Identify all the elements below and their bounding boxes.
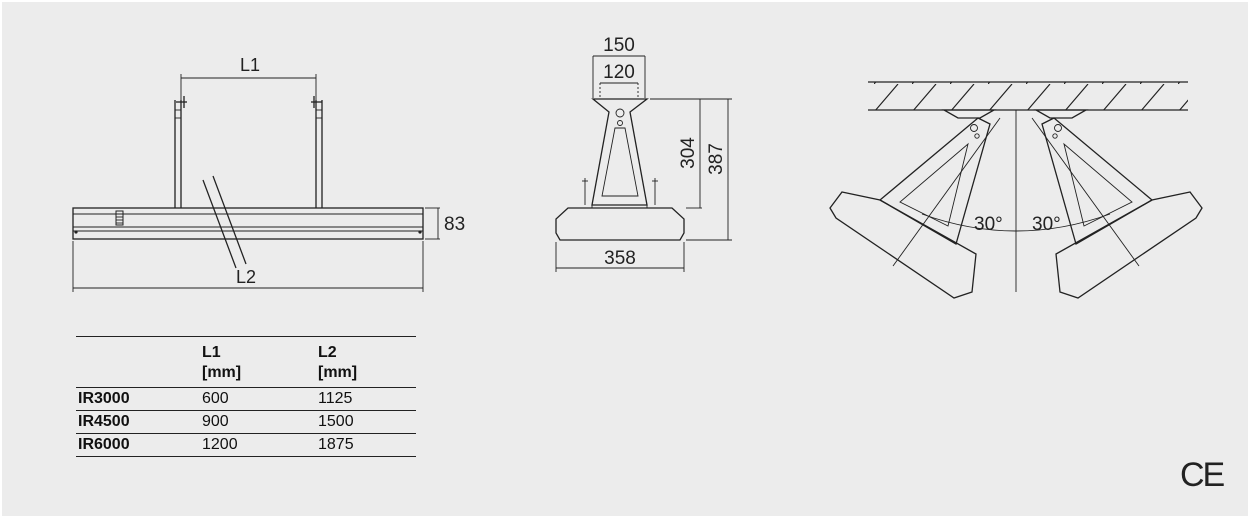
tilt-view: 30° 30° — [829, 81, 1203, 299]
table-header-l1: L1 [mm] — [202, 344, 242, 381]
side-width-top-outer: 150 — [603, 35, 635, 56]
table-cell-l1: 600 — [202, 390, 229, 407]
table-cell-l2: 1125 — [318, 390, 353, 407]
side-width-top-inner: 120 — [603, 62, 635, 83]
table-cell-l2: 1875 — [318, 436, 354, 453]
side-width-body: 358 — [604, 248, 636, 269]
side-height-bracket: 304 — [678, 137, 699, 169]
table-cell-l1: 900 — [202, 413, 229, 430]
ce-mark: CE — [1180, 456, 1225, 494]
suspension-rod-right — [311, 96, 323, 208]
table-cell-l2: 1500 — [318, 413, 354, 430]
heater-tilted-left — [829, 117, 1001, 299]
table-row: IR6000 1200 1875 — [76, 433, 416, 457]
front-height-label: 83 — [444, 214, 465, 235]
table-cell-model: IR3000 — [78, 390, 130, 407]
dimensions-table: L1 [mm] L2 [mm] IR3000 600 1125 IR4500 9… — [76, 336, 416, 457]
heater-body-front — [72, 207, 424, 240]
table-row: IR3000 600 1125 — [76, 387, 416, 411]
table-row: IR4500 900 1500 — [76, 410, 416, 434]
table-cell-model: IR6000 — [78, 436, 130, 453]
mounting-bracket — [591, 98, 649, 206]
heater-body-side — [555, 207, 685, 241]
table-header-model — [76, 337, 200, 388]
ceiling-hatch — [868, 82, 1188, 110]
front-view: L1 — [72, 55, 465, 292]
table-cell-model: IR4500 — [78, 413, 130, 430]
suspension-rod-left — [174, 96, 187, 208]
angle-right-label: 30° — [1032, 214, 1061, 235]
angle-left-label: 30° — [974, 214, 1003, 235]
table-cell-l1: 1200 — [202, 436, 238, 453]
break-line — [202, 179, 237, 269]
vent-grille-icon — [115, 210, 124, 226]
side-view: 150 120 304 387 358 — [555, 35, 732, 272]
table-header-l2: L2 [mm] — [318, 344, 358, 381]
front-l2-label: L2 — [236, 267, 256, 287]
heater-tilted-right — [1031, 117, 1203, 299]
angle-arc — [921, 213, 1111, 232]
front-l1-label: L1 — [240, 55, 260, 75]
side-height-total: 387 — [706, 143, 727, 175]
table-header-row: L1 [mm] L2 [mm] — [76, 337, 416, 388]
